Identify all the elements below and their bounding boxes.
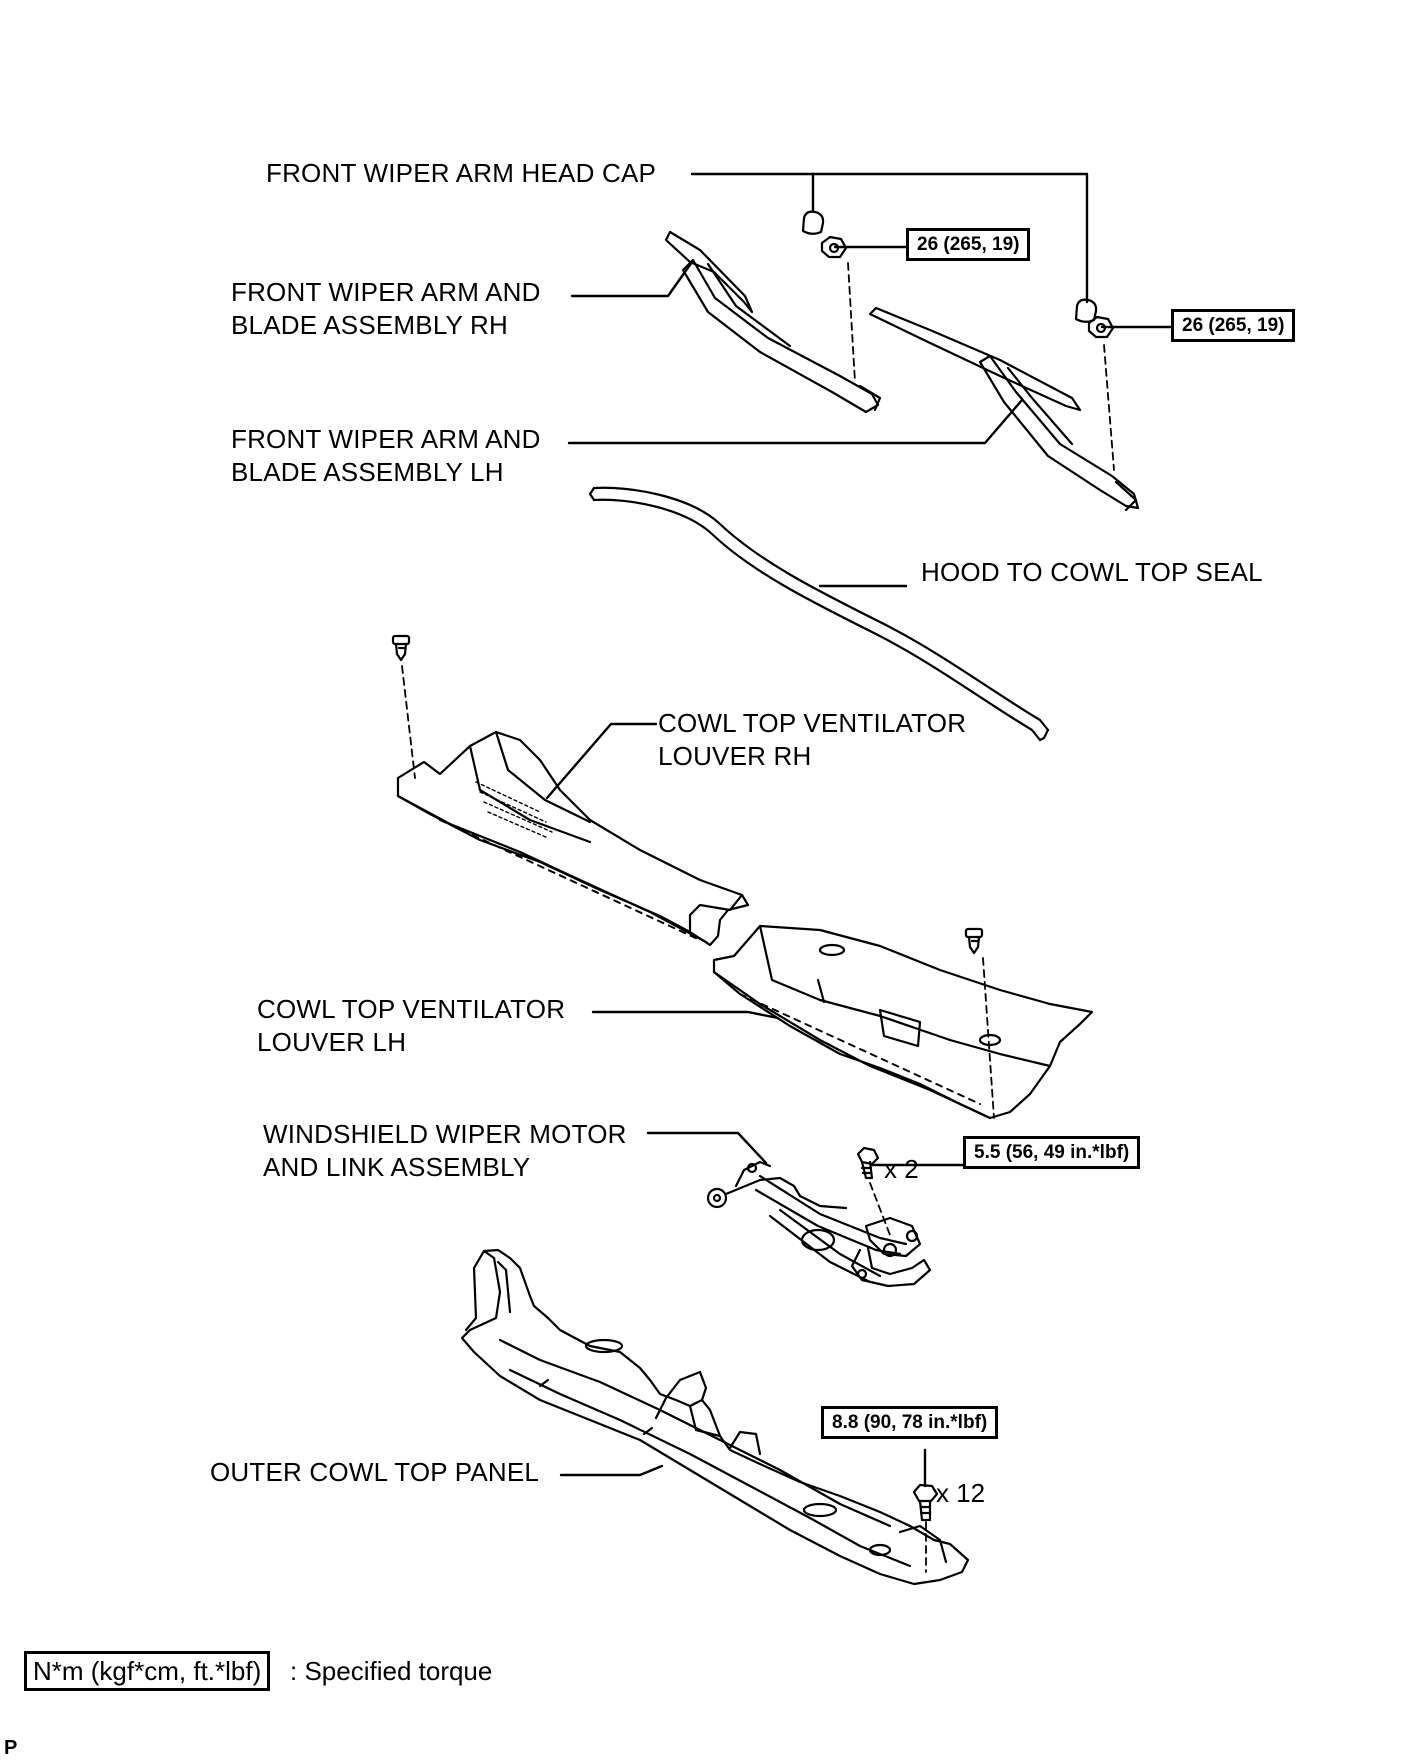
- label-wiper-motor-line2: AND LINK ASSEMBLY: [263, 1152, 531, 1182]
- label-front-wiper-arm-lh-line2: BLADE ASSEMBLY LH: [231, 457, 504, 487]
- label-outer-cowl-top-panel: OUTER COWL TOP PANEL: [210, 1457, 540, 1487]
- wiper-arm-rh-drawing: [664, 230, 882, 414]
- head-cap-icon-rh: [801, 210, 825, 235]
- label-cowl-louver-rh-line2: LOUVER RH: [658, 741, 812, 771]
- label-front-wiper-arm-head-cap: FRONT WIPER ARM HEAD CAP: [266, 158, 657, 188]
- quantity-motor-bolt: x 2: [884, 1154, 919, 1184]
- clip-icon-lh: [964, 927, 984, 955]
- clip-icon-rh: [391, 634, 411, 662]
- label-hood-to-cowl-top-seal: HOOD TO COWL TOP SEAL: [921, 557, 1263, 587]
- louver-lh-drawing: [712, 924, 1094, 1120]
- label-front-wiper-arm-rh-line1: FRONT WIPER ARM AND: [231, 277, 541, 307]
- label-front-wiper-arm-rh-line2: BLADE ASSEMBLY RH: [231, 310, 508, 340]
- label-cowl-louver-lh-line1: COWL TOP VENTILATOR: [257, 994, 566, 1024]
- quantity-panel-bolt: x 12: [936, 1478, 986, 1508]
- hood-seal-drawing: [588, 486, 1050, 742]
- label-wiper-motor-line1: WINDSHIELD WIPER MOTOR: [263, 1119, 627, 1149]
- install-lines: [401, 262, 1115, 1573]
- nut-icon-rh: [820, 235, 848, 259]
- outer-cowl-panel-drawing: [460, 1248, 970, 1586]
- louver-rh-drawing: [396, 730, 750, 947]
- nut-icon-lh: [1087, 315, 1115, 339]
- legend-torque-unit-box: N*m (kgf*cm, ft.*lbf): [24, 1651, 271, 1691]
- wiper-arm-lh-drawing: [868, 306, 1140, 512]
- label-front-wiper-arm-lh-line1: FRONT WIPER ARM AND: [231, 424, 541, 454]
- wiper-motor-link-drawing: [706, 1160, 932, 1288]
- torque-badge-arm-nut-lh: 26 (265, 19): [1171, 309, 1296, 342]
- head-cap-icon-lh: [1074, 298, 1098, 323]
- leader-lines: [545, 172, 1177, 1488]
- torque-badge-arm-nut-rh: 26 (265, 19): [906, 228, 1031, 261]
- corner-mark: P: [4, 1737, 18, 1759]
- legend-specified-torque-text: : Specified torque: [290, 1656, 493, 1686]
- label-cowl-louver-rh-line1: COWL TOP VENTILATOR: [658, 708, 967, 738]
- panel-bolt-icon: [912, 1483, 939, 1522]
- torque-badge-motor-bolt: 5.5 (56, 49 in.*lbf): [963, 1136, 1141, 1169]
- torque-badge-panel-bolt: 8.8 (90, 78 in.*lbf): [821, 1406, 999, 1439]
- label-cowl-louver-lh-line2: LOUVER LH: [257, 1027, 407, 1057]
- motor-bolt-icon: [856, 1146, 880, 1180]
